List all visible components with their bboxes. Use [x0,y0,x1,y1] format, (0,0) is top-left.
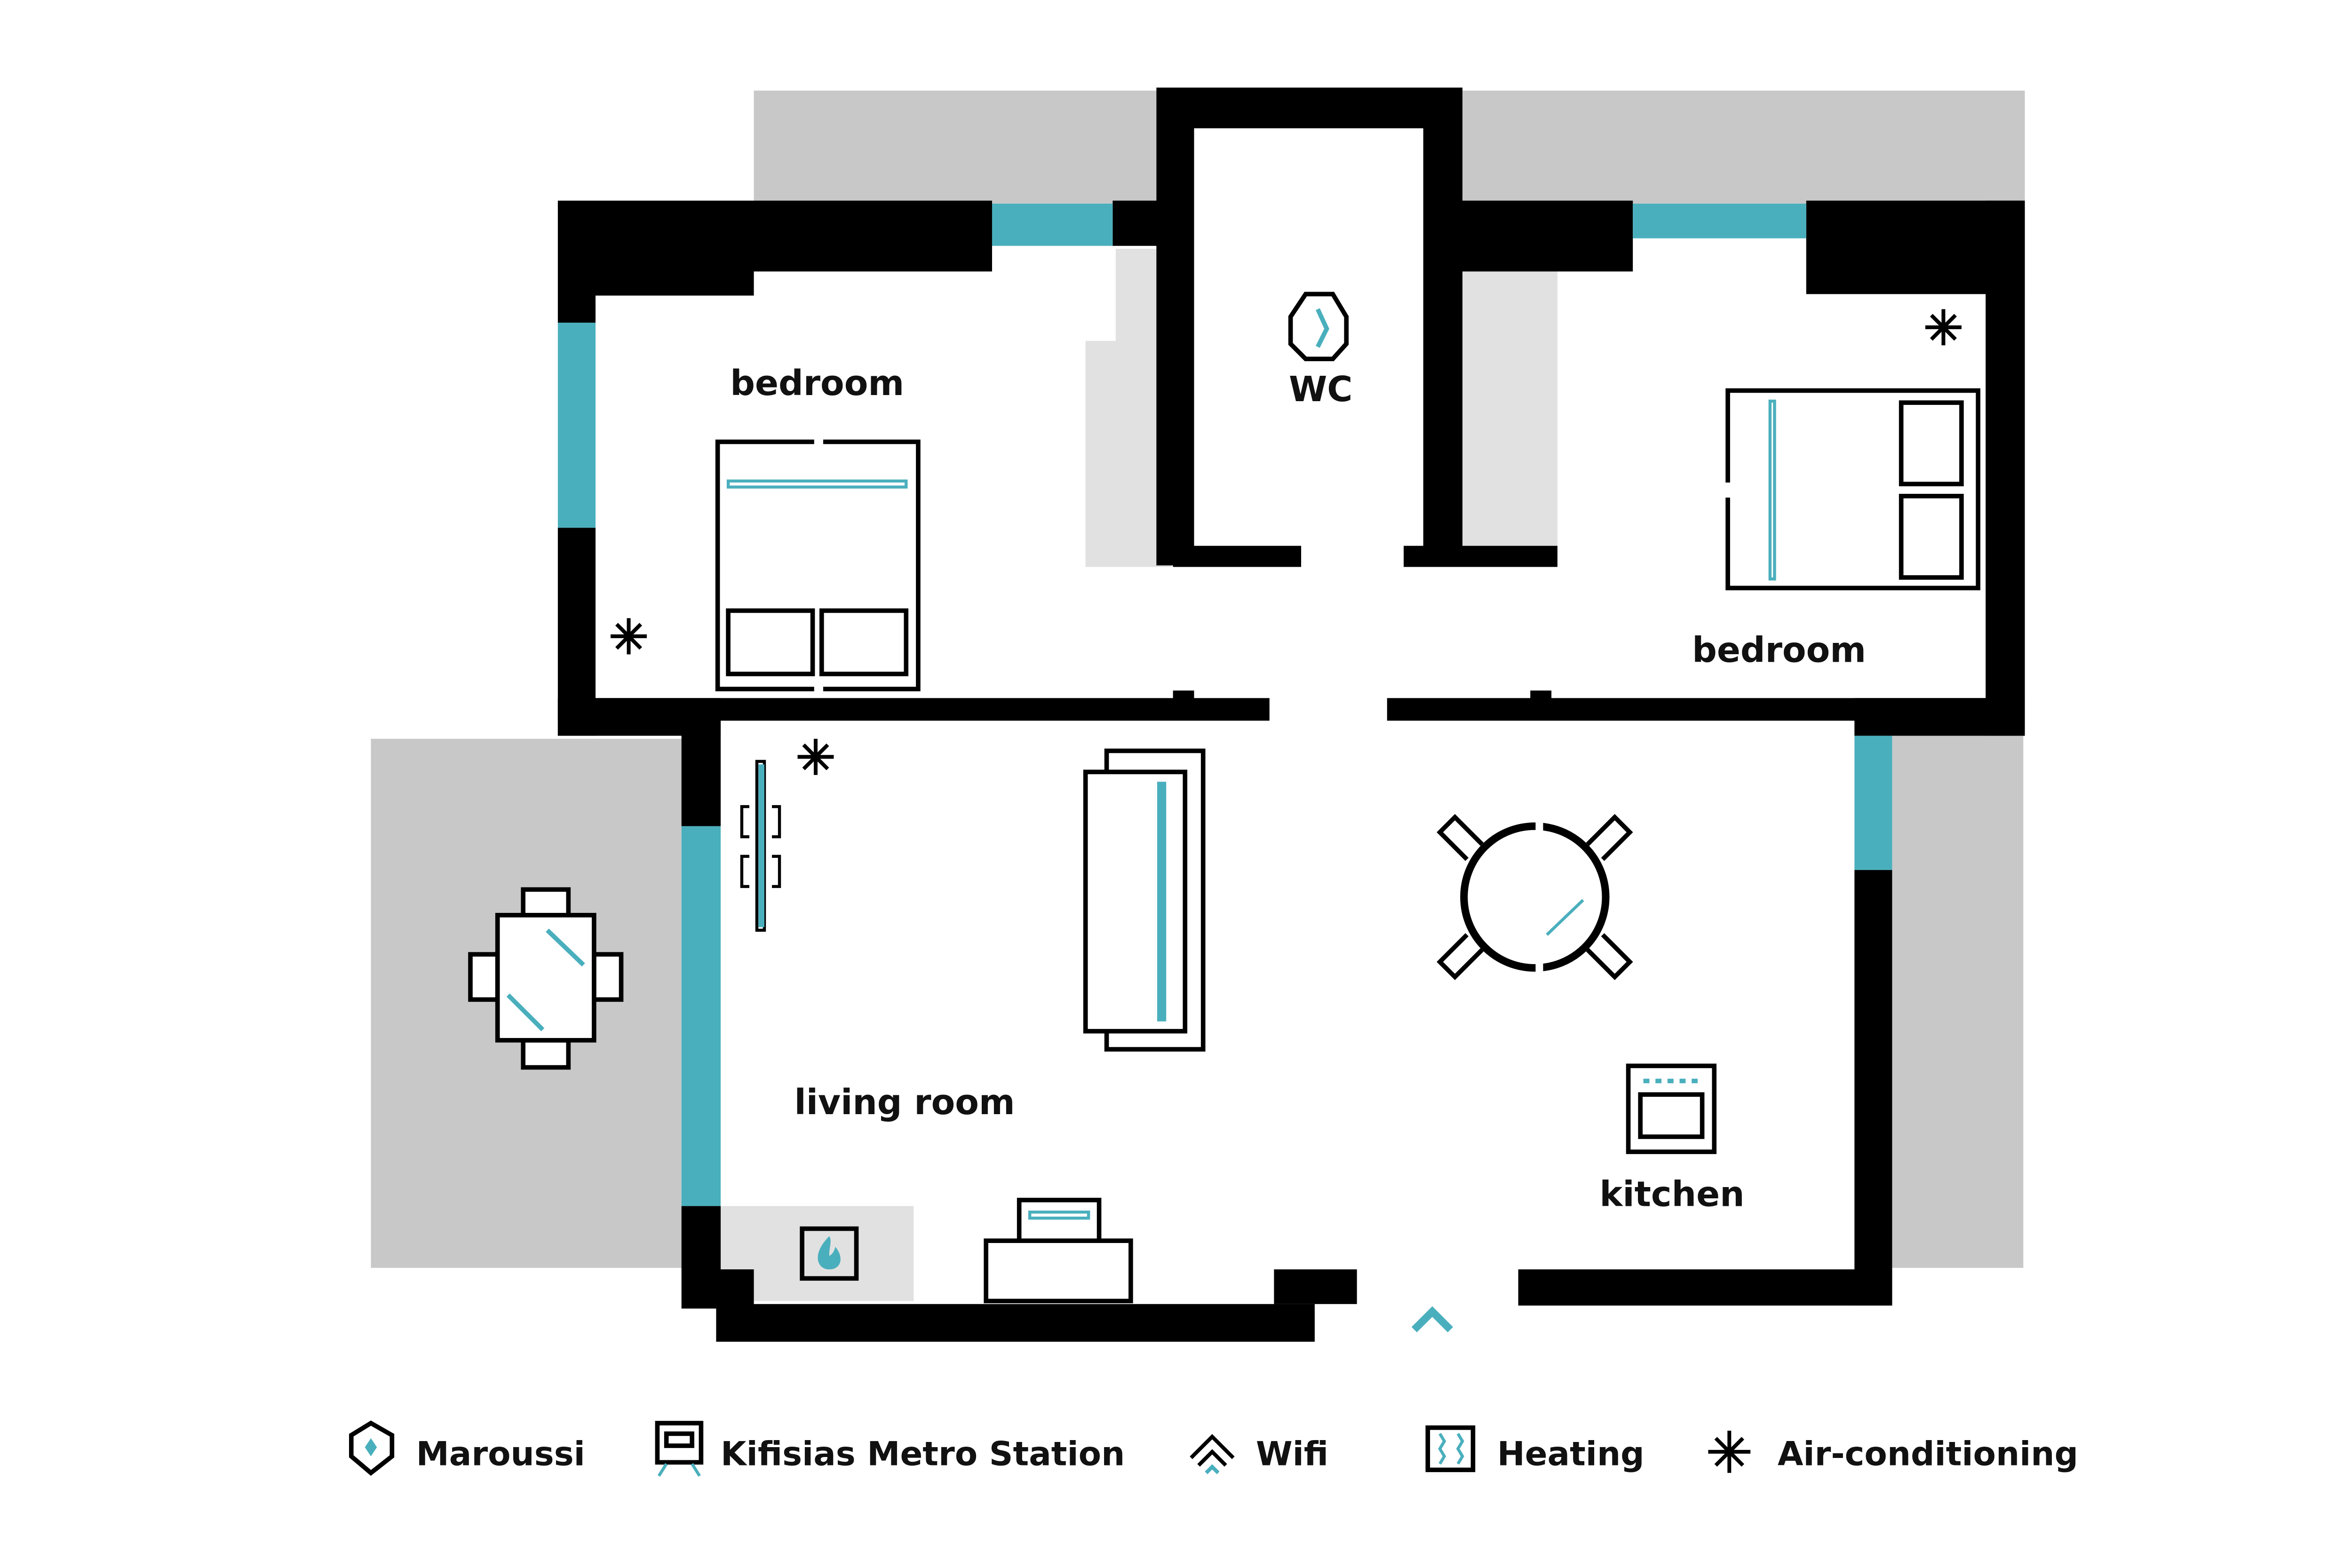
heating-radiator-icon [1425,1425,1476,1473]
legend-label: Wifi [1256,1435,1328,1473]
windows [557,204,1892,1206]
metro-train-icon [655,1421,704,1477]
legend-item-air-conditioning: Air-conditioning [1708,1431,2078,1473]
room-label-bedroom-right: bedroom [1692,630,1866,670]
ac-snowflake-icons [611,309,1962,775]
sofa [1083,748,1206,1052]
legend-item-metro: Kifisias Metro Station [655,1421,1125,1477]
location-pin-icon [349,1420,395,1476]
room-label-living-room: living room [795,1083,1015,1123]
room-label-kitchen: kitchen [1599,1174,1744,1214]
dining-table-outdoor [468,887,624,1070]
balcony-right [1892,736,2024,1268]
legend-item-wifi: Wifi [1190,1434,1328,1474]
legend-item-heating: Heating [1425,1425,1645,1473]
toilet-icon [1288,292,1349,361]
fireplace-icon [800,1226,859,1281]
oven [1626,1063,1717,1154]
legend-label: Heating [1497,1435,1645,1473]
bed-left [715,439,921,691]
entrance-arrow-icon [1411,1306,1453,1332]
snowflake-icon [1708,1431,1751,1473]
legend-label: Maroussi [416,1435,585,1473]
legend: Maroussi Kifisias Metro Station Wifi Hea… [349,1420,2078,1477]
room-label-bedroom-left: bedroom [730,364,904,404]
walls [557,87,2025,1342]
tv-unit [740,760,781,932]
closets [721,249,1557,1301]
legend-item-maroussi: Maroussi [349,1420,585,1476]
wifi-icon [1190,1434,1235,1474]
room-label-wc: WC [1289,370,1352,410]
legend-label: Air-conditioning [1778,1435,2078,1473]
outdoor-areas [371,90,2025,1268]
legend-label: Kifisias Metro Station [721,1435,1125,1473]
round-dining-table [1437,814,1633,981]
bed-right [1725,388,1980,591]
desk [984,1197,1133,1304]
